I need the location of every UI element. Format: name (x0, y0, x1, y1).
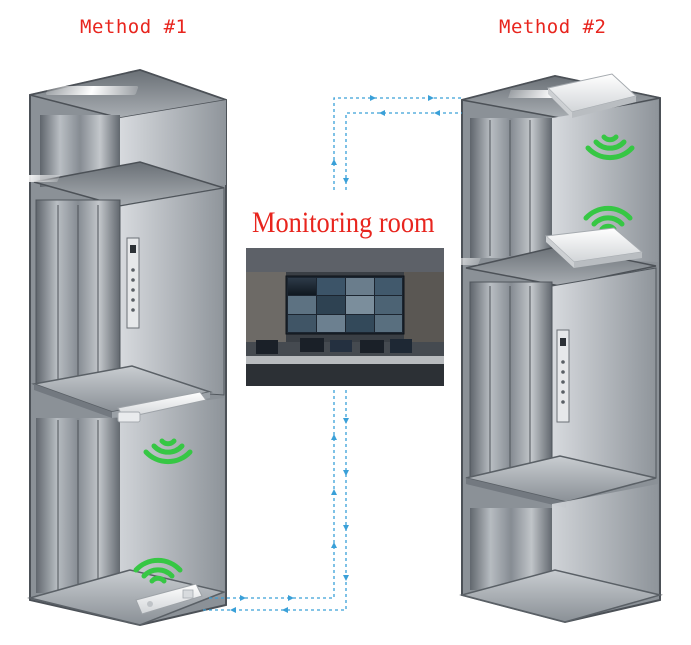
wireless-bridge-device-pit-method-1 (135, 583, 203, 615)
wireless-bridge-device-top-method-2 (546, 73, 638, 118)
elevator-shaft-method-1 (0, 68, 227, 627)
wireless-bridge-device-car-method-1 (117, 391, 207, 423)
monitoring-room-title: Monitoring room (252, 206, 435, 239)
wireless-bridge-device-car-method-2 (544, 227, 644, 268)
method-2-label: Method #2 (499, 16, 607, 38)
signal-path-method-1 (202, 390, 347, 611)
signal-arrows (230, 95, 440, 613)
method-1-label: Method #1 (80, 16, 188, 38)
video-wall-screens (288, 278, 402, 332)
signal-path-method-2 (333, 97, 462, 190)
elevator-shaft-method-2 (397, 74, 663, 624)
monitoring-room-photo (246, 248, 444, 386)
